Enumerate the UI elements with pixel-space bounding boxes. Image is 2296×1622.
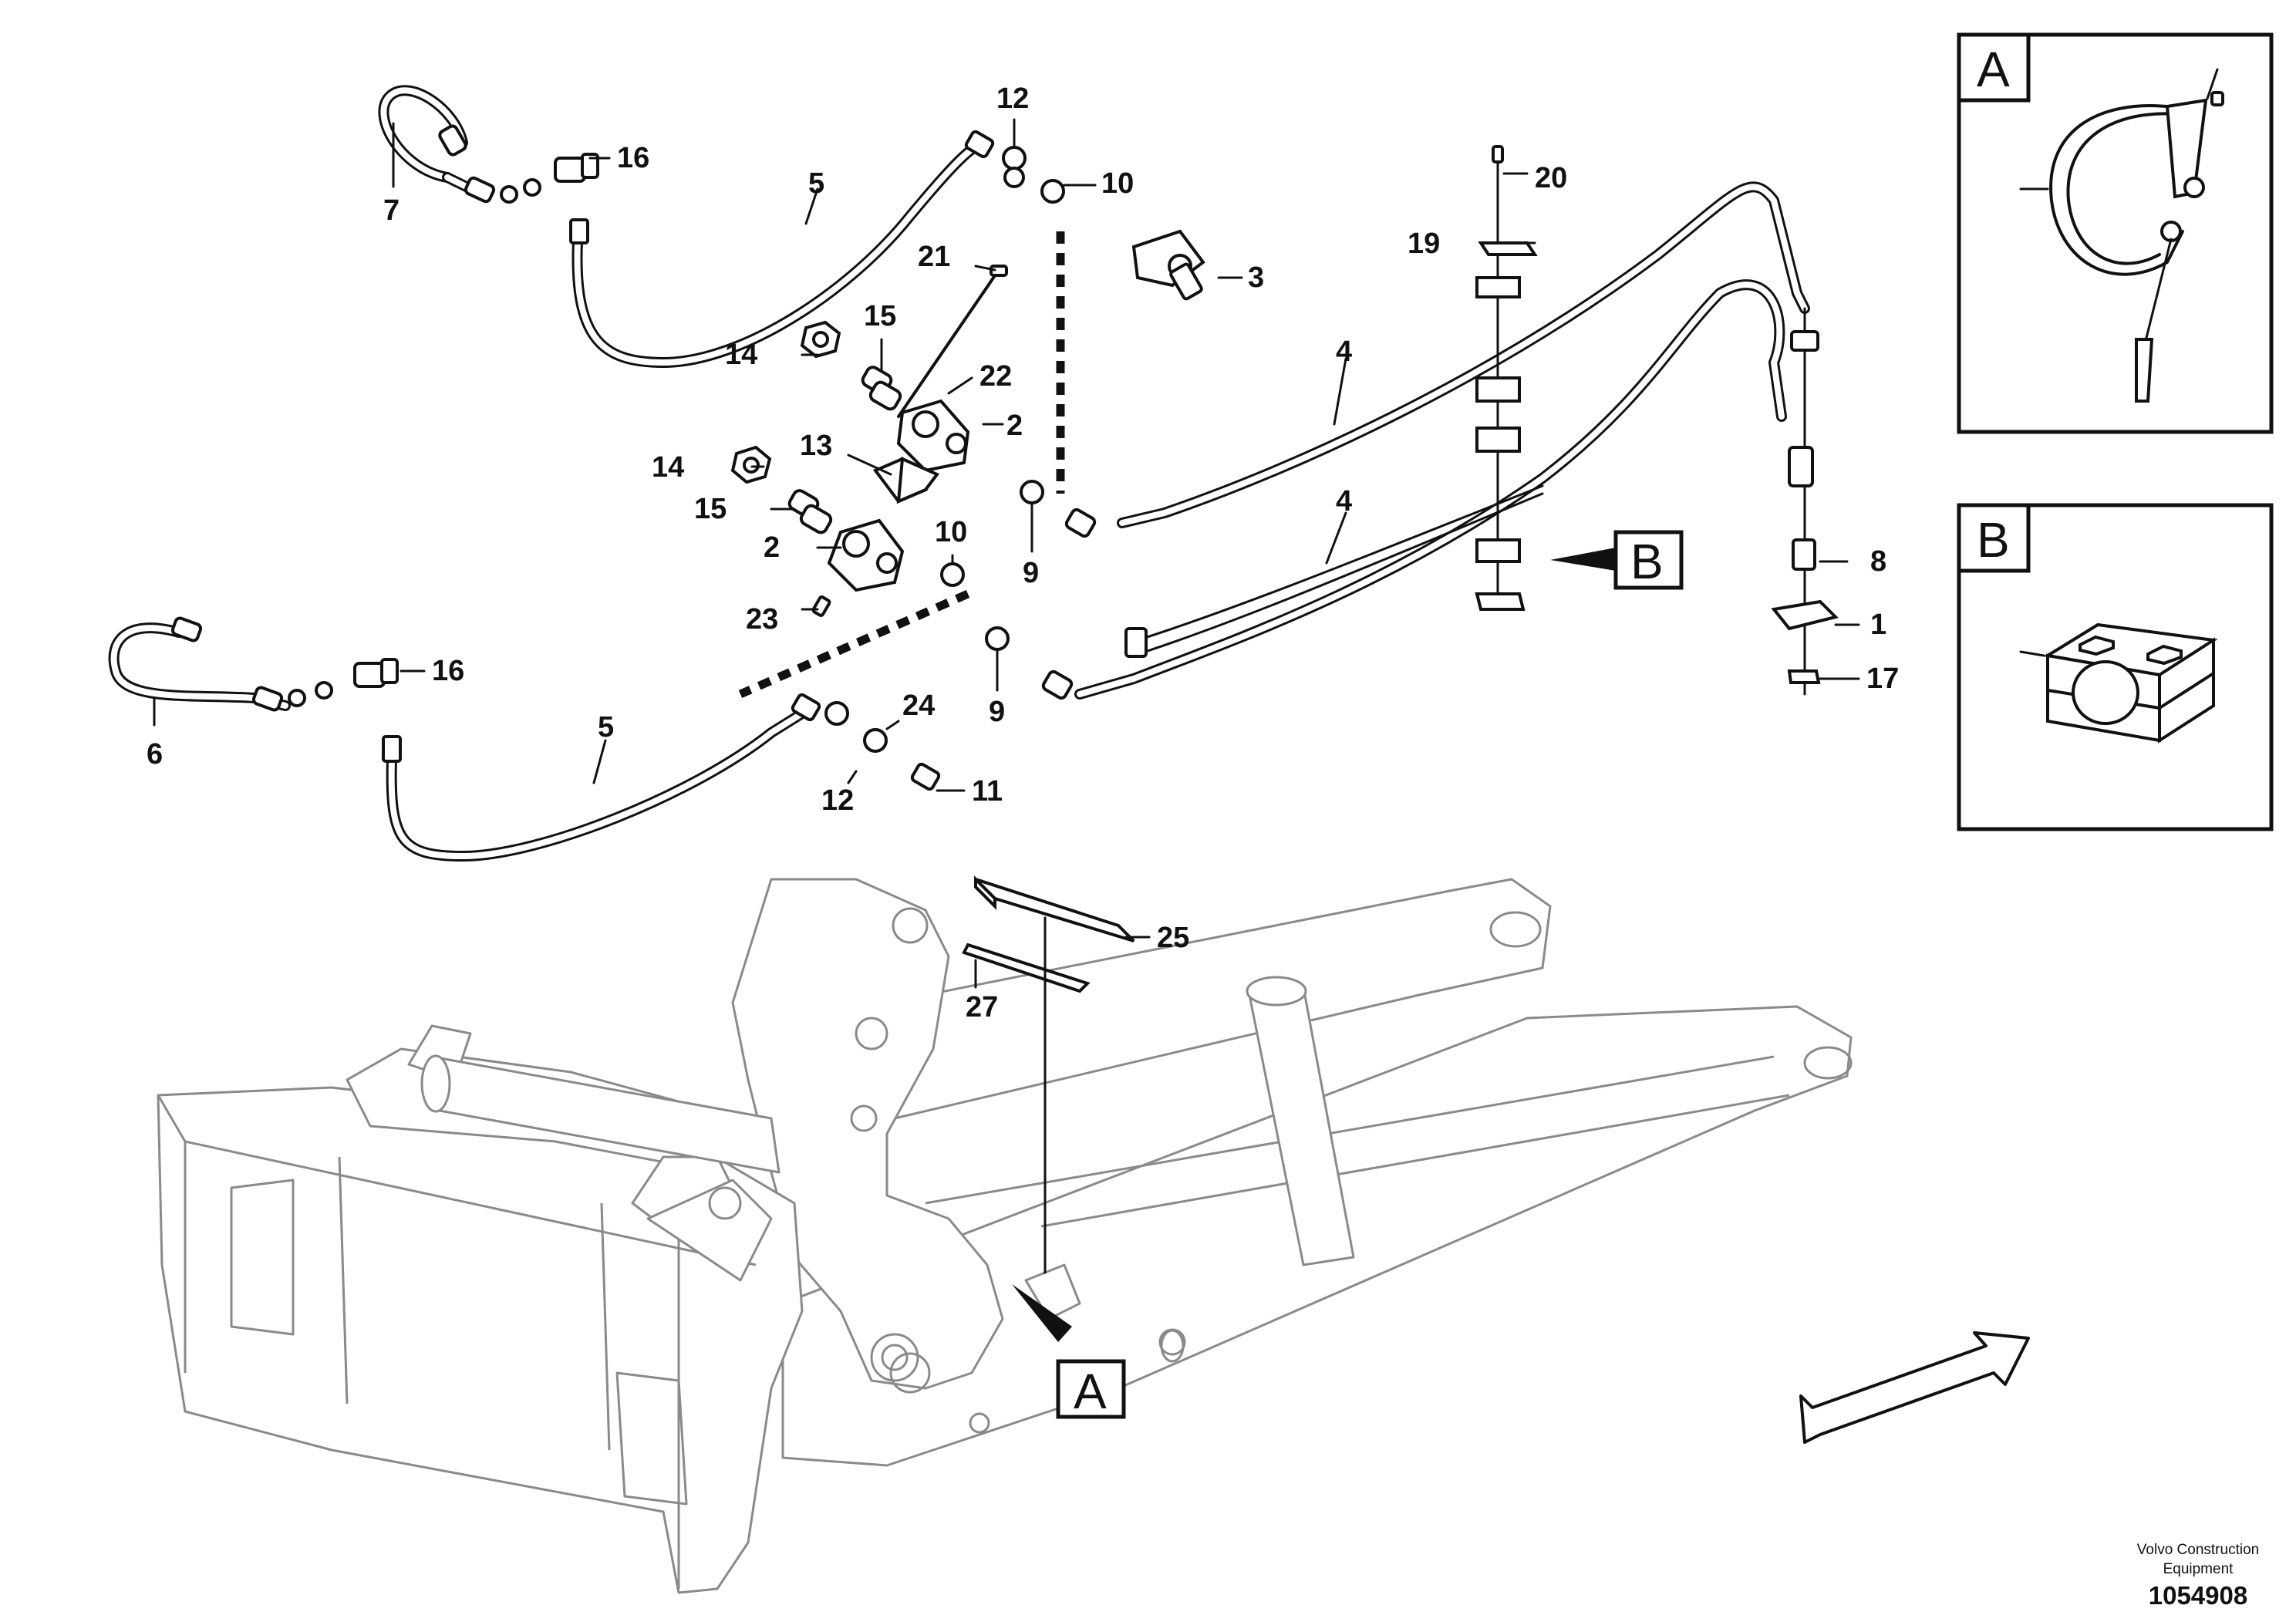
- callout-13: 13: [800, 430, 832, 462]
- callout-12: 12: [821, 784, 854, 817]
- callout-4: 4: [1336, 485, 1352, 518]
- callout-7: 7: [383, 194, 400, 227]
- loader-frame: [157, 878, 1853, 1594]
- callout-2: 2: [1006, 410, 1023, 442]
- callout-10: 10: [1101, 167, 1134, 200]
- callout-5: 5: [808, 167, 824, 200]
- callout-27: 27: [966, 991, 998, 1023]
- callout-8: 8: [1870, 545, 1886, 578]
- detail-panel-a-label: A: [1977, 42, 2010, 97]
- hydraulic-hoses: [108, 85, 1810, 862]
- detail-ref-a: A: [1012, 1284, 1126, 1419]
- detail-ref-a-label: A: [1074, 1364, 1107, 1419]
- callout-2: 2: [764, 531, 780, 564]
- callout-15: 15: [694, 493, 727, 525]
- callout-21: 21: [918, 241, 950, 273]
- callout-20: 20: [1535, 162, 1567, 194]
- callout-6: 6: [147, 738, 163, 771]
- callout-numbers: 1 2 2 3 4 4 5 5 6 7 8 9 9 10 10 11 12 12…: [147, 83, 2026, 1023]
- detail-panel-a: A: [1957, 32, 2274, 434]
- callout-23: 23: [746, 603, 778, 636]
- callout-22: 22: [979, 360, 1012, 393]
- company-line-1: Volvo Construction: [2137, 1542, 2259, 1558]
- callout-1: 1: [1870, 609, 1886, 641]
- callout-12: 12: [996, 83, 1029, 115]
- callout-3: 3: [1248, 261, 1264, 294]
- callout-10: 10: [935, 516, 967, 548]
- company-line-2: Equipment: [2163, 1561, 2234, 1577]
- callout-16: 16: [432, 655, 464, 687]
- callout-5: 5: [598, 711, 614, 744]
- callout-4: 4: [1336, 336, 1352, 368]
- footer: Volvo Construction Equipment 1054908: [2137, 1542, 2259, 1610]
- callout-14: 14: [652, 451, 684, 484]
- callout-11: 11: [972, 775, 1003, 808]
- detail-panel-b: B: [1957, 503, 2274, 831]
- dashed-pipes: [738, 231, 1065, 699]
- document-number: 1054908: [2149, 1581, 2247, 1610]
- callout-19: 19: [1408, 228, 1440, 260]
- detail-ref-b-label: B: [1630, 534, 1664, 589]
- callout-25: 25: [1157, 922, 1189, 954]
- callout-15: 15: [864, 300, 896, 332]
- callout-9: 9: [989, 696, 1005, 728]
- detail-panel-b-label: B: [1977, 512, 2010, 568]
- callout-9: 9: [1023, 557, 1039, 589]
- callout-16: 16: [617, 142, 649, 174]
- front-direction-arrow-icon: [1799, 1331, 2030, 1444]
- callout-24: 24: [902, 690, 935, 722]
- fittings-and-parts: [170, 124, 1839, 1274]
- detail-ref-b: B: [1550, 530, 1684, 590]
- callout-17: 17: [1866, 663, 1899, 695]
- callout-14: 14: [725, 339, 757, 371]
